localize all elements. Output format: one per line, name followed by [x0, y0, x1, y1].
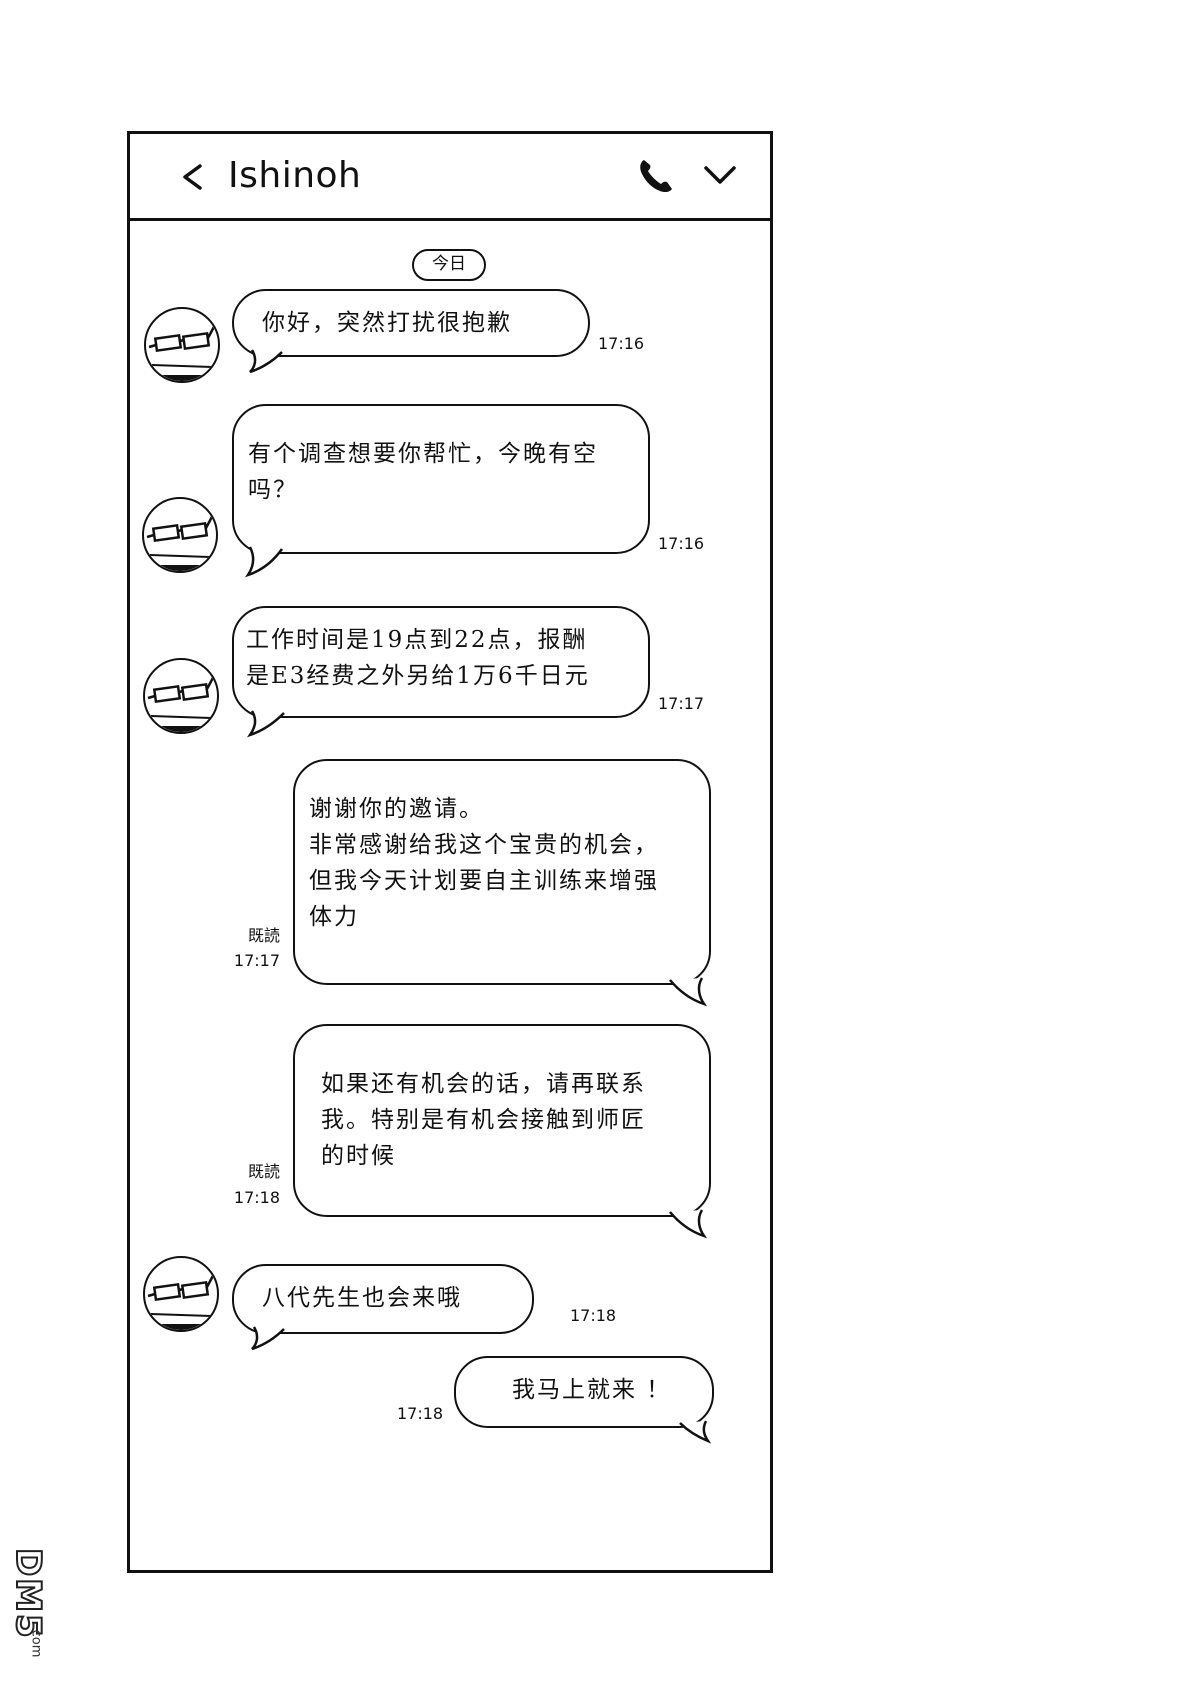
contact-avatar[interactable]: [143, 1256, 219, 1332]
message-text-line: 如果还有机会的话，请再联系: [321, 1071, 646, 1097]
message-text-line: 有个调查想要你帮忙，今晚有空: [248, 441, 598, 467]
message-text-line: 吗？: [248, 477, 298, 503]
message-text-line: 但我今天计划要自主训练来增强: [309, 868, 659, 894]
message-timestamp: 17:18: [233, 1188, 280, 1207]
message-bubble[interactable]: 如果还有机会的话，请再联系 我。特别是有机会接触到师匠 的时候: [293, 1024, 711, 1217]
message-text-line: 体力: [309, 904, 359, 930]
bubble-tail: [251, 1326, 285, 1351]
message-bubble[interactable]: 我马上就来 ！: [454, 1356, 714, 1428]
chat-window: Ishinoh 今日 你好，突然打扰很抱歉 17:16: [127, 131, 773, 1573]
message-timestamp: 17:18: [397, 1404, 444, 1423]
message-timestamp: 17:17: [233, 951, 280, 970]
chevron-left-icon: [183, 164, 202, 190]
message-timestamp: 17:16: [658, 534, 705, 553]
bubble-tail: [244, 546, 284, 578]
message-bubble[interactable]: 工作时间是19点到22点，报酬 是E3经费之外另给1万6千日元: [232, 606, 650, 718]
message-text-line: 的时候: [321, 1143, 396, 1169]
call-button[interactable]: [634, 154, 678, 198]
bubble-tail: [669, 977, 708, 1007]
bubble-tail: [669, 1209, 708, 1239]
message-text-line: 谢谢你的邀请。: [309, 796, 484, 822]
message-bubble[interactable]: 有个调查想要你帮忙，今晚有空 吗？: [232, 404, 650, 554]
contact-avatar[interactable]: [143, 658, 219, 734]
chat-header: Ishinoh: [130, 134, 770, 221]
phone-icon: [640, 160, 672, 193]
contact-avatar[interactable]: [142, 497, 218, 573]
message-bubble[interactable]: 谢谢你的邀请。 非常感谢给我这个宝贵的机会， 但我今天计划要自主训练来增强 体力: [293, 759, 711, 985]
message-text-line: 非常感谢给我这个宝贵的机会，: [309, 832, 659, 858]
read-receipt: 既読: [247, 926, 280, 945]
message-text-line: 你好，突然打扰很抱歉: [262, 310, 512, 336]
message-timestamp: 17:18: [570, 1306, 617, 1325]
bubble-tail: [679, 1420, 712, 1444]
message-bubble[interactable]: 八代先生也会来哦: [232, 1264, 534, 1334]
message-text-line: 工作时间是19点到22点，报酬: [246, 627, 588, 653]
watermark-suffix: .com: [28, 1625, 44, 1658]
chevron-down-icon: [704, 166, 736, 184]
contact-avatar[interactable]: [144, 307, 220, 383]
watermark: DM5 .com: [7, 1538, 49, 1678]
bubble-tail: [246, 710, 285, 738]
message-text-line: 八代先生也会来哦: [262, 1285, 462, 1311]
back-button[interactable]: [172, 152, 212, 202]
message-timestamp: 17:17: [658, 694, 705, 713]
date-separator: 今日: [412, 249, 486, 281]
message-text-line: 我马上就来 ！: [512, 1377, 672, 1403]
message-timestamp: 17:16: [598, 334, 645, 353]
menu-button[interactable]: [700, 156, 740, 196]
message-bubble[interactable]: 你好，突然打扰很抱歉: [232, 289, 590, 357]
message-text-line: 是E3经费之外另给1万6千日元: [246, 663, 590, 689]
contact-name: Ishinoh: [228, 155, 362, 196]
read-receipt: 既読: [247, 1162, 280, 1181]
message-text-line: 我。特别是有机会接触到师匠: [321, 1107, 646, 1133]
bubble-tail: [249, 349, 283, 374]
